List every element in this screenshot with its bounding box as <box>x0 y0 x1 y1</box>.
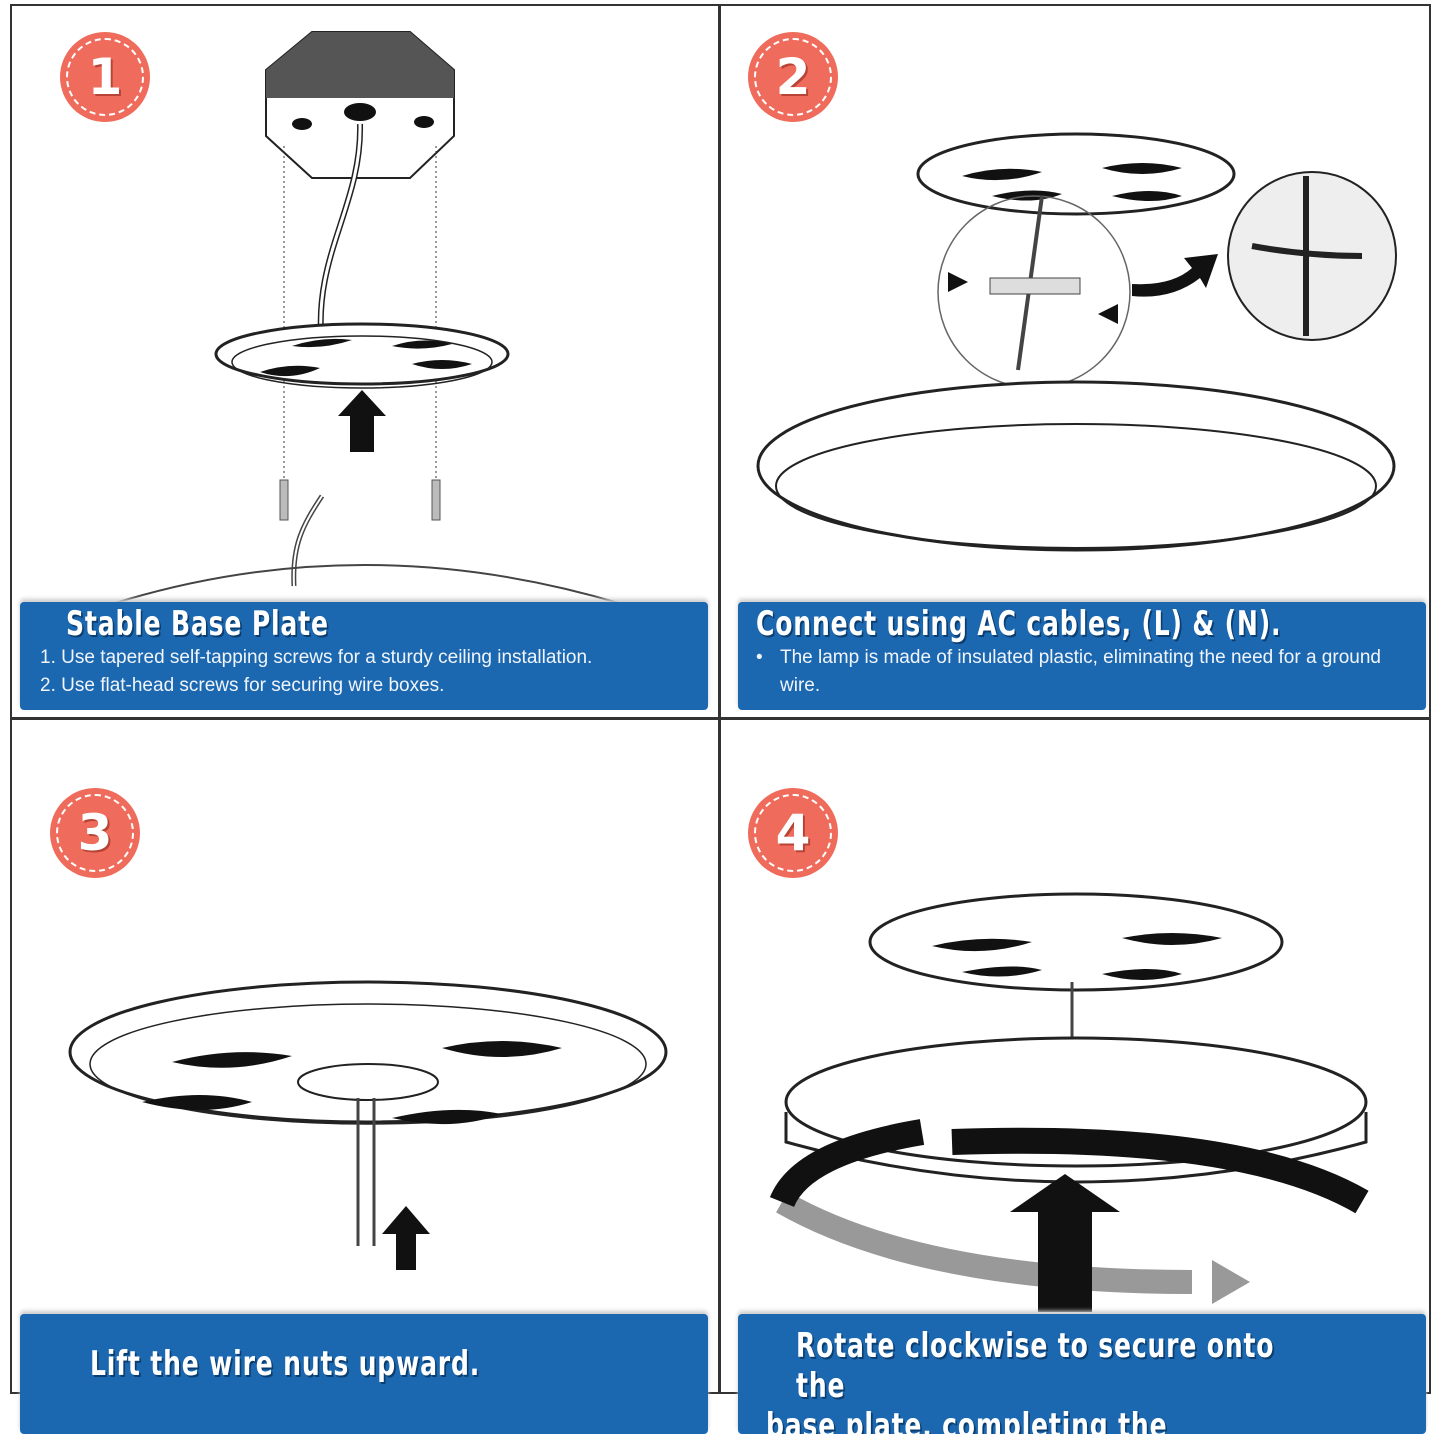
step-title: Lift the wire nuts upward. <box>90 1344 481 1384</box>
instruction-line: 1. Use tapered self-tapping screws for a… <box>40 647 593 668</box>
step-3-banner: Lift the wire nuts upward. <box>20 1314 708 1434</box>
step-1-banner: Stable Base Plate 1. Use tapered self-ta… <box>20 602 708 710</box>
step-number-badge: 2 <box>748 32 838 122</box>
divider <box>718 4 721 1394</box>
step-4-panel: 4 Rotate clockwise to secure onto the ba… <box>722 722 1428 1434</box>
step-title-continued: base plate, completing the installation. <box>766 1406 1168 1434</box>
wire-connection-illustration <box>756 132 1397 552</box>
rotate-clockwise-illustration <box>769 892 1369 1312</box>
step-title: Rotate clockwise to secure onto the <box>796 1326 1275 1406</box>
base-plate-illustration <box>111 31 623 605</box>
step-2-banner: Connect using AC cables, (L) & (N). • Th… <box>738 602 1426 710</box>
instruction-line: The lamp is made of insulated plastic, e… <box>780 647 1381 696</box>
step-number-badge: 4 <box>748 788 838 878</box>
step-4-banner: Rotate clockwise to secure onto the base… <box>738 1314 1426 1434</box>
step-number-badge: 3 <box>50 788 140 878</box>
divider <box>10 717 1431 720</box>
step-title: Connect using AC cables, (L) & (N). <box>756 604 1282 644</box>
step-2-panel: 2 Connect using AC cables, (L) & (N). • … <box>722 6 1428 718</box>
instruction-line: 2. Use flat-head screws for securing wir… <box>40 675 445 696</box>
step-number-badge: 1 <box>60 32 150 122</box>
step-1-panel: 1 Stable Base Plate 1. Use tapered self-… <box>12 6 718 718</box>
bullet-item: • The lamp is made of insulated plastic,… <box>756 644 1426 700</box>
bullet-icon: • <box>756 647 763 668</box>
step-title: Stable Base Plate <box>66 604 329 644</box>
step-3-panel: 3 Lift the wire nuts upward. <box>12 722 718 1434</box>
lift-wire-nuts-illustration <box>68 980 668 1270</box>
